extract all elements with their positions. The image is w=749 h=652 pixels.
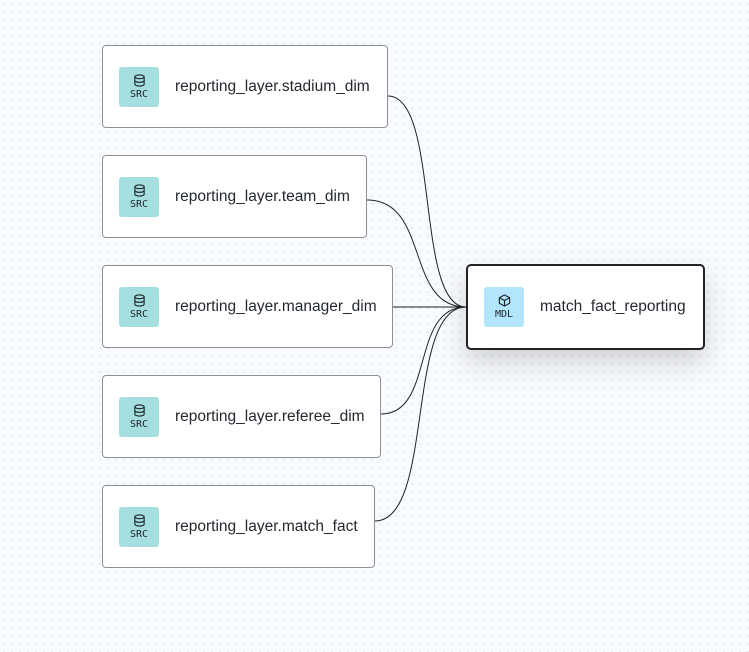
- badge-label: SRC: [129, 88, 149, 100]
- database-icon: [133, 73, 145, 87]
- node-label: reporting_layer.team_dim: [175, 187, 350, 205]
- badge-label: SRC: [129, 528, 149, 540]
- node-label: reporting_layer.referee_dim: [175, 407, 365, 425]
- model-node-match-fact-reporting[interactable]: MDL match_fact_reporting: [466, 264, 705, 350]
- node-label: reporting_layer.manager_dim: [175, 297, 377, 315]
- badge-label: MDL: [494, 309, 514, 320]
- edge-team-dim-to-model: [366, 199, 467, 308]
- source-node-referee-dim[interactable]: SRC reporting_layer.referee_dim: [102, 375, 381, 458]
- source-badge: SRC: [119, 286, 159, 327]
- node-label: reporting_layer.stadium_dim: [175, 77, 370, 95]
- source-badge: SRC: [119, 66, 159, 107]
- node-label: match_fact_reporting: [540, 298, 686, 315]
- edge-referee-dim-to-model: [380, 306, 467, 415]
- badge-label: SRC: [129, 418, 149, 430]
- source-node-manager-dim[interactable]: SRC reporting_layer.manager_dim: [102, 265, 393, 348]
- badge-label: SRC: [129, 198, 149, 210]
- database-icon: [133, 403, 145, 417]
- edge-match-fact-to-model: [374, 306, 467, 522]
- node-label: reporting_layer.match_fact: [175, 517, 358, 535]
- database-icon: [133, 183, 145, 197]
- edge-stadium-dim-to-model: [387, 95, 467, 308]
- model-badge: MDL: [484, 287, 524, 327]
- badge-label: SRC: [129, 308, 149, 320]
- cube-icon: [498, 294, 510, 307]
- database-icon: [133, 513, 145, 527]
- source-badge: SRC: [119, 506, 159, 547]
- source-node-team-dim[interactable]: SRC reporting_layer.team_dim: [102, 155, 367, 238]
- database-icon: [133, 293, 145, 307]
- source-badge: SRC: [119, 396, 159, 437]
- source-node-match-fact[interactable]: SRC reporting_layer.match_fact: [102, 485, 375, 568]
- source-badge: SRC: [119, 176, 159, 217]
- source-node-stadium-dim[interactable]: SRC reporting_layer.stadium_dim: [102, 45, 388, 128]
